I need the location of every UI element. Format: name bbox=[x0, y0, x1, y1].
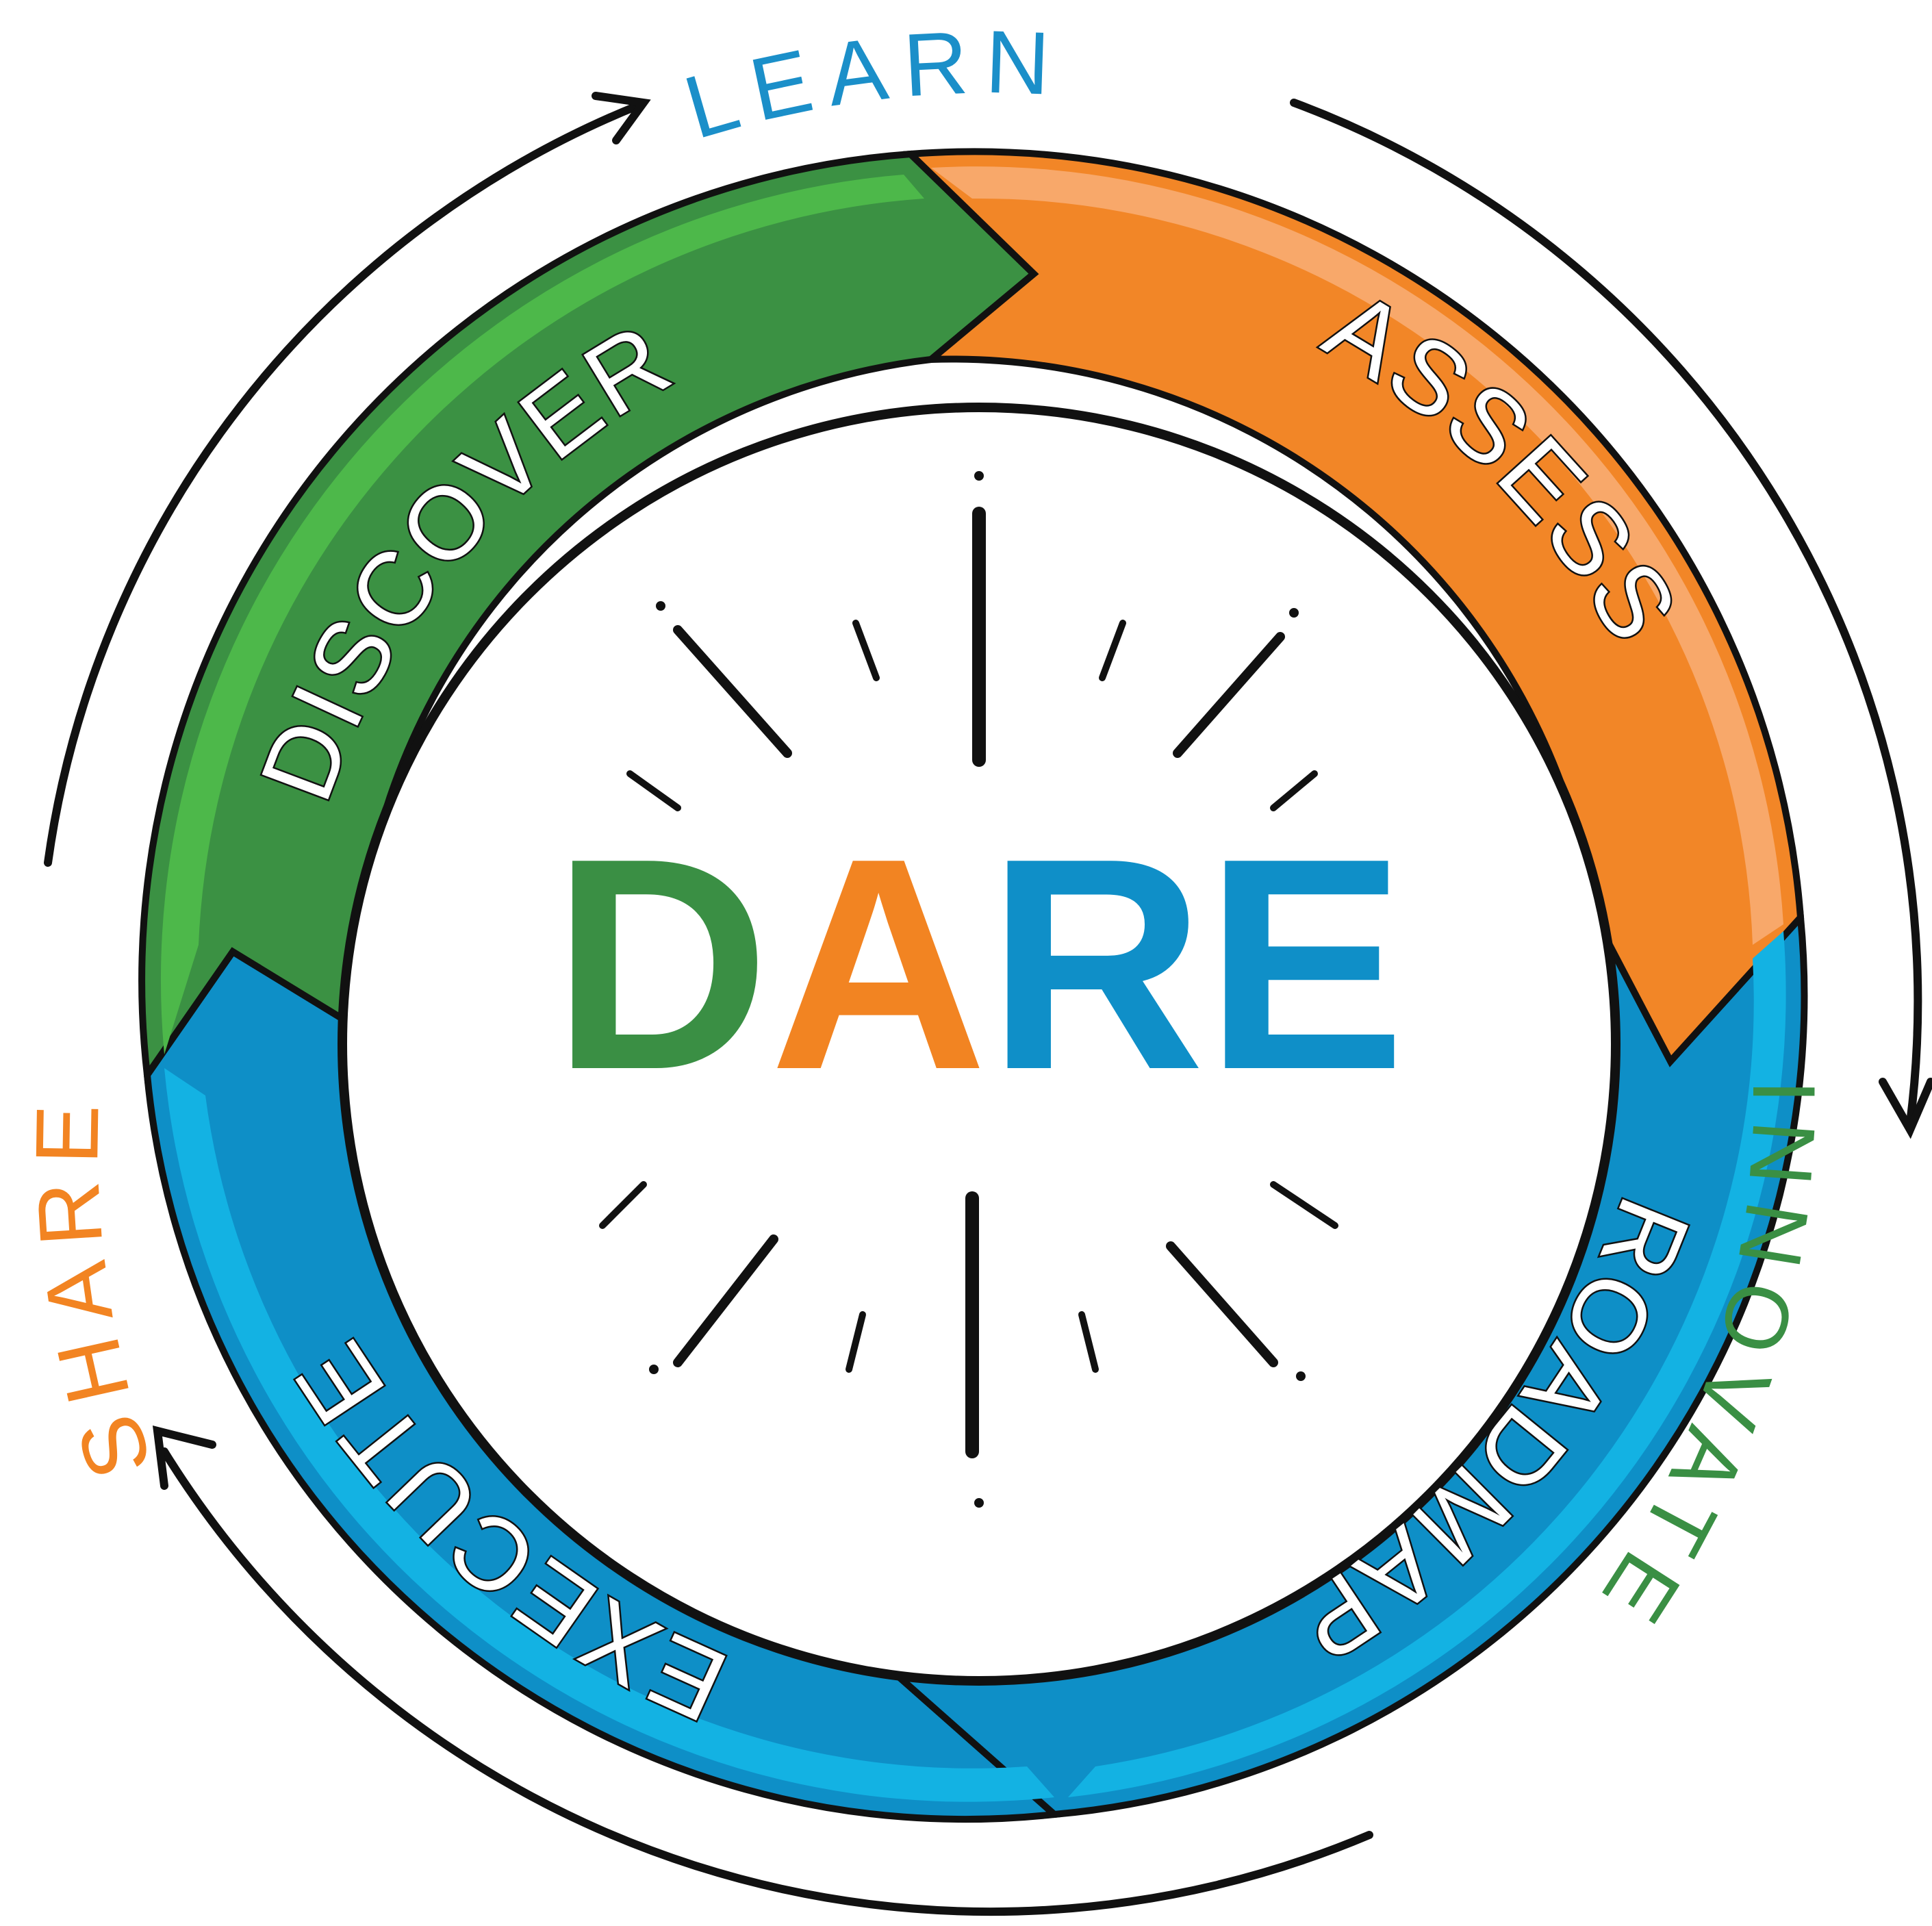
arrow-learn-to-innovate bbox=[1290, 99, 1922, 1127]
letter-r: R bbox=[987, 796, 1205, 1132]
letter-d: D bbox=[552, 796, 770, 1132]
inner-circle bbox=[338, 403, 1620, 1686]
arrow-innovate-to-share bbox=[160, 1447, 1373, 1916]
outer-arrows bbox=[44, 92, 1932, 1916]
learn-label: LEARN bbox=[674, 12, 1066, 158]
dare-title: DARE bbox=[552, 796, 1406, 1132]
discover-segment bbox=[138, 150, 1039, 1085]
arrow-share-to-learn bbox=[44, 102, 641, 867]
arrow-head-learn bbox=[592, 92, 651, 144]
arrow-head-innovate bbox=[1879, 1078, 1932, 1139]
letter-e: E bbox=[1205, 796, 1406, 1132]
sparkle-rays bbox=[599, 471, 1338, 1508]
letter-a: A bbox=[770, 796, 987, 1132]
share-label: SHARE bbox=[16, 1089, 170, 1490]
arrow-head-share bbox=[152, 1426, 216, 1490]
phase-ring bbox=[138, 148, 1808, 1823]
